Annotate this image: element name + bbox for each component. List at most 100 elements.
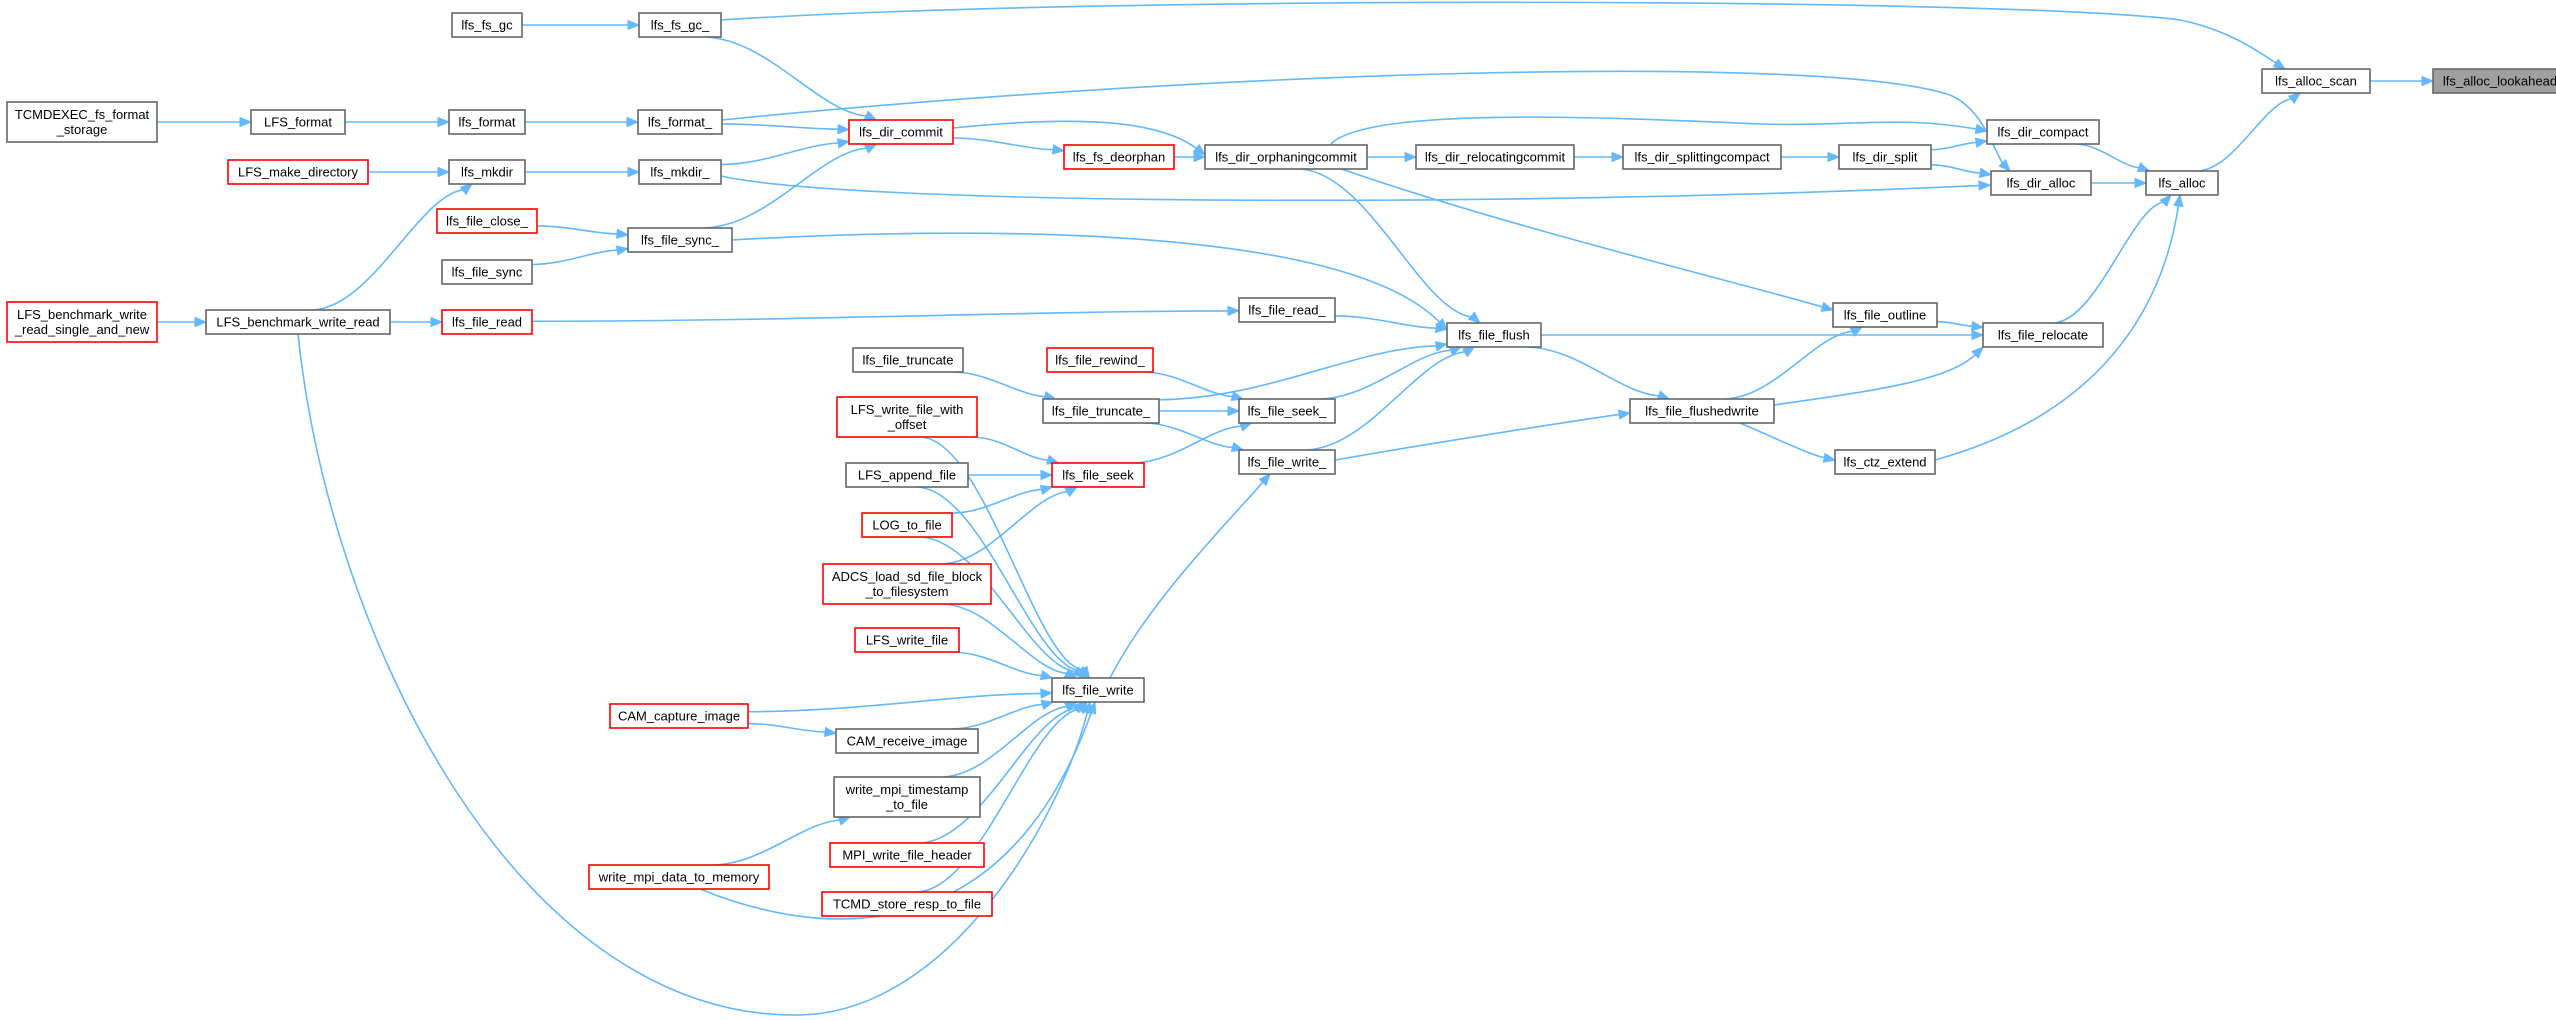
- node-box[interactable]: [1042, 398, 1160, 424]
- node-box[interactable]: [205, 309, 391, 335]
- node-lfs_dir_commit[interactable]: lfs_dir_commit: [848, 119, 954, 145]
- node-box[interactable]: [833, 776, 981, 818]
- node-box[interactable]: [1046, 347, 1154, 373]
- node-box[interactable]: [637, 109, 723, 135]
- node-lfs_fs_gc_[interactable]: lfs_fs_gc_: [638, 12, 722, 38]
- node-lfs_file_outline[interactable]: lfs_file_outline: [1832, 302, 1938, 328]
- node-lfs_file_read[interactable]: lfs_file_read: [441, 309, 533, 335]
- node-box[interactable]: [441, 259, 533, 285]
- node-lfs_file_flushedwrite[interactable]: lfs_file_flushedwrite: [1629, 398, 1775, 424]
- node-lfs_format_[interactable]: lfs_format_: [637, 109, 723, 135]
- node-box[interactable]: [1838, 144, 1932, 170]
- node-lfs_alloc[interactable]: lfs_alloc: [2145, 170, 2219, 196]
- node-box[interactable]: [2145, 170, 2219, 196]
- node-box[interactable]: [1051, 677, 1145, 703]
- node-lfs_file_rewind_[interactable]: lfs_file_rewind_: [1046, 347, 1154, 373]
- node-lfs_dir_alloc[interactable]: lfs_dir_alloc: [1990, 170, 2092, 196]
- node-LFS_write_file[interactable]: LFS_write_file: [854, 627, 960, 653]
- node-lfs_file_seek_[interactable]: lfs_file_seek_: [1238, 398, 1336, 424]
- node-box[interactable]: [227, 159, 369, 185]
- node-LOG_to_file[interactable]: LOG_to_file: [861, 512, 953, 538]
- node-box[interactable]: [588, 864, 770, 890]
- node-LFS_benchmark_write_read_single_and_new[interactable]: LFS_benchmark_write_read_single_and_new: [6, 301, 158, 343]
- node-lfs_ctz_extend[interactable]: lfs_ctz_extend: [1834, 449, 1936, 475]
- node-box[interactable]: [2261, 68, 2371, 94]
- node-box[interactable]: [2432, 68, 2556, 94]
- node-TCMD_store_resp_to_file[interactable]: TCMD_store_resp_to_file: [821, 891, 993, 917]
- node-box[interactable]: [848, 119, 954, 145]
- node-box[interactable]: [1238, 449, 1336, 475]
- node-LFS_append_file[interactable]: LFS_append_file: [845, 462, 969, 488]
- node-lfs_file_truncate_[interactable]: lfs_file_truncate_: [1042, 398, 1160, 424]
- node-lfs_file_relocate[interactable]: lfs_file_relocate: [1982, 322, 2104, 348]
- node-box[interactable]: [627, 227, 733, 253]
- node-box[interactable]: [1238, 297, 1336, 323]
- node-CAM_receive_image[interactable]: CAM_receive_image: [835, 728, 979, 754]
- node-box[interactable]: [1063, 144, 1175, 170]
- node-lfs_dir_compact[interactable]: lfs_dir_compact: [1986, 119, 2100, 145]
- node-write_mpi_data_to_memory[interactable]: write_mpi_data_to_memory: [588, 864, 770, 890]
- node-lfs_file_write_[interactable]: lfs_file_write_: [1238, 449, 1336, 475]
- node-lfs_file_flush[interactable]: lfs_file_flush: [1446, 322, 1542, 348]
- node-box[interactable]: [250, 109, 346, 135]
- node-lfs_alloc_lookahead[interactable]: lfs_alloc_lookahead: [2432, 68, 2556, 94]
- node-box[interactable]: [1832, 302, 1938, 328]
- node-box[interactable]: [845, 462, 969, 488]
- node-lfs_dir_splittingcompact[interactable]: lfs_dir_splittingcompact: [1622, 144, 1782, 170]
- node-MPI_write_file_header[interactable]: MPI_write_file_header: [829, 842, 985, 868]
- node-lfs_format[interactable]: lfs_format: [448, 109, 526, 135]
- node-box[interactable]: [1990, 170, 2092, 196]
- node-box[interactable]: [836, 396, 978, 438]
- node-box[interactable]: [1982, 322, 2104, 348]
- node-lfs_mkdir_[interactable]: lfs_mkdir_: [638, 159, 722, 185]
- node-box[interactable]: [448, 159, 526, 185]
- node-box[interactable]: [436, 208, 538, 234]
- node-box[interactable]: [1446, 322, 1542, 348]
- node-lfs_file_read_[interactable]: lfs_file_read_: [1238, 297, 1336, 323]
- node-lfs_file_write[interactable]: lfs_file_write: [1051, 677, 1145, 703]
- node-box[interactable]: [829, 842, 985, 868]
- node-box[interactable]: [835, 728, 979, 754]
- node-box[interactable]: [441, 309, 533, 335]
- node-box[interactable]: [822, 563, 992, 605]
- node-box[interactable]: [1834, 449, 1936, 475]
- node-box[interactable]: [6, 101, 158, 143]
- node-lfs_alloc_scan[interactable]: lfs_alloc_scan: [2261, 68, 2371, 94]
- node-lfs_fs_gc[interactable]: lfs_fs_gc: [451, 12, 523, 38]
- node-CAM_capture_image[interactable]: CAM_capture_image: [609, 703, 749, 729]
- node-box[interactable]: [638, 159, 722, 185]
- node-lfs_file_truncate[interactable]: lfs_file_truncate: [852, 347, 964, 373]
- node-lfs_dir_orphaningcommit[interactable]: lfs_dir_orphaningcommit: [1204, 144, 1368, 170]
- node-LFS_write_file_with_offset[interactable]: LFS_write_file_with_offset: [836, 396, 978, 438]
- node-lfs_fs_deorphan[interactable]: lfs_fs_deorphan: [1063, 144, 1175, 170]
- node-box[interactable]: [821, 891, 993, 917]
- node-box[interactable]: [861, 512, 953, 538]
- node-lfs_dir_split[interactable]: lfs_dir_split: [1838, 144, 1932, 170]
- node-box[interactable]: [1986, 119, 2100, 145]
- node-lfs_file_close_[interactable]: lfs_file_close_: [436, 208, 538, 234]
- node-lfs_file_seek[interactable]: lfs_file_seek: [1051, 462, 1145, 488]
- node-lfs_mkdir[interactable]: lfs_mkdir: [448, 159, 526, 185]
- node-box[interactable]: [6, 301, 158, 343]
- node-box[interactable]: [448, 109, 526, 135]
- node-box[interactable]: [1629, 398, 1775, 424]
- node-ADCS_load_sd_file_block_to_filesystem[interactable]: ADCS_load_sd_file_block_to_filesystem: [822, 563, 992, 605]
- node-LFS_make_directory[interactable]: LFS_make_directory: [227, 159, 369, 185]
- node-lfs_file_sync_[interactable]: lfs_file_sync_: [627, 227, 733, 253]
- node-box[interactable]: [609, 703, 749, 729]
- node-LFS_benchmark_write_read[interactable]: LFS_benchmark_write_read: [205, 309, 391, 335]
- node-lfs_file_sync[interactable]: lfs_file_sync: [441, 259, 533, 285]
- node-box[interactable]: [1238, 398, 1336, 424]
- node-box[interactable]: [1204, 144, 1368, 170]
- node-lfs_dir_relocatingcommit[interactable]: lfs_dir_relocatingcommit: [1415, 144, 1575, 170]
- node-box[interactable]: [854, 627, 960, 653]
- node-box[interactable]: [451, 12, 523, 38]
- node-TCMDEXEC_fs_format_storage[interactable]: TCMDEXEC_fs_format_storage: [6, 101, 158, 143]
- node-box[interactable]: [1622, 144, 1782, 170]
- node-box[interactable]: [1051, 462, 1145, 488]
- node-box[interactable]: [638, 12, 722, 38]
- node-box[interactable]: [1415, 144, 1575, 170]
- node-write_mpi_timestamp_to_file[interactable]: write_mpi_timestamp_to_file: [833, 776, 981, 818]
- node-box[interactable]: [852, 347, 964, 373]
- node-LFS_format[interactable]: LFS_format: [250, 109, 346, 135]
